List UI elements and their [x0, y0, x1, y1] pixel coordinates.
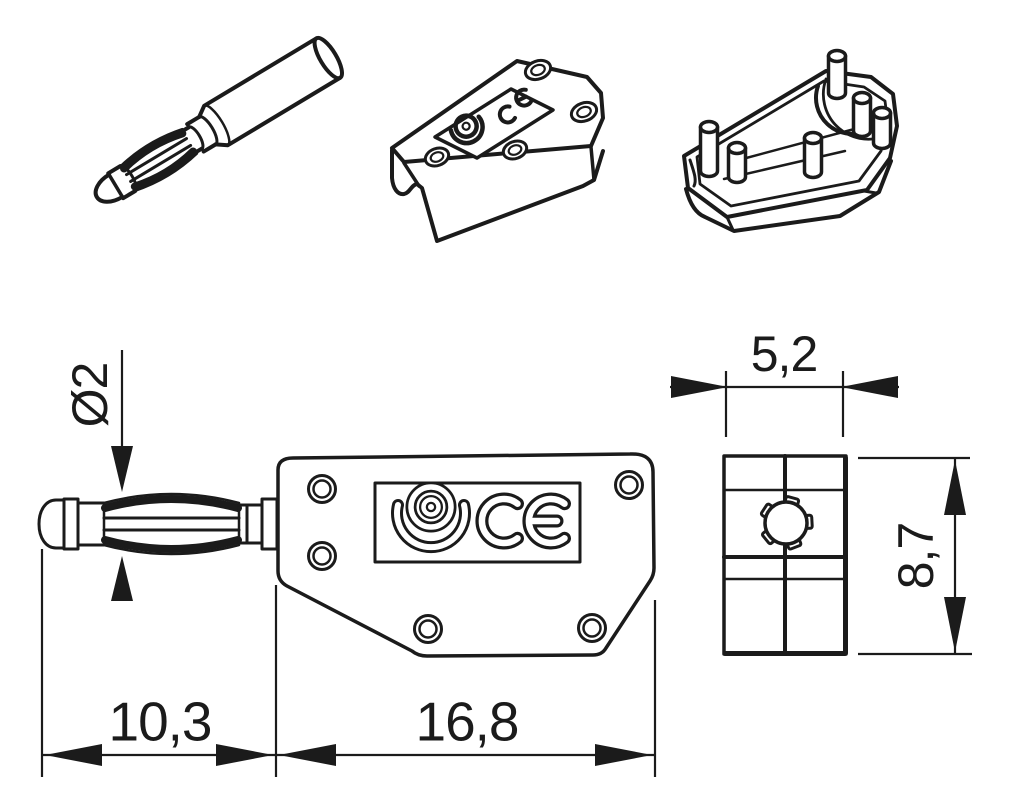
mounting-post	[698, 119, 720, 179]
screw-hole	[614, 470, 644, 500]
dim-label-pin-length: 10,3	[108, 690, 212, 753]
mounting-post	[726, 140, 748, 185]
dim-label-pin-diameter: Ø2	[62, 362, 118, 428]
ce-mark-icon: CE	[497, 87, 534, 125]
dim-body-width	[670, 371, 899, 437]
spring-contact	[101, 492, 242, 556]
mounting-post	[851, 90, 873, 139]
dim-body-height	[858, 456, 972, 656]
pin-isometric-view	[93, 35, 344, 204]
mounting-post	[826, 48, 848, 101]
screw-hole	[523, 58, 553, 82]
screw-hole	[413, 614, 443, 644]
screw-hole	[423, 146, 451, 168]
mounting-post	[802, 130, 824, 180]
dimension-annotations	[40, 350, 972, 777]
end-view	[722, 454, 848, 656]
screw-hole	[569, 100, 599, 124]
screw-hole	[307, 541, 337, 571]
plug-side-view: CE	[37, 452, 656, 658]
dim-pin-and-body-length	[40, 549, 657, 777]
dim-label-body-height: 8,7	[888, 522, 944, 590]
screw-hole	[577, 613, 607, 643]
socket-contact	[759, 495, 814, 551]
screw-hole	[307, 474, 337, 504]
pin-side-view	[37, 492, 279, 556]
pin-tip	[37, 498, 66, 550]
connector-symbol-icon	[448, 113, 485, 146]
dim-label-body-length: 16,8	[415, 690, 519, 753]
housing-walls	[684, 159, 893, 233]
housing-bottom-isometric-view	[682, 48, 899, 233]
connector-symbol-icon	[391, 481, 471, 554]
dim-pin-diameter	[111, 350, 133, 601]
screw-hole	[501, 139, 529, 161]
housing-side-walls	[390, 148, 605, 243]
pin-tip-dome	[93, 172, 125, 204]
housing-top-isometric-view: CE	[390, 58, 605, 243]
mounting-post	[871, 105, 893, 151]
ce-mark-icon: CE	[475, 492, 571, 550]
spring-contact-barrel	[119, 127, 199, 193]
dim-label-body-width: 5,2	[750, 326, 819, 382]
